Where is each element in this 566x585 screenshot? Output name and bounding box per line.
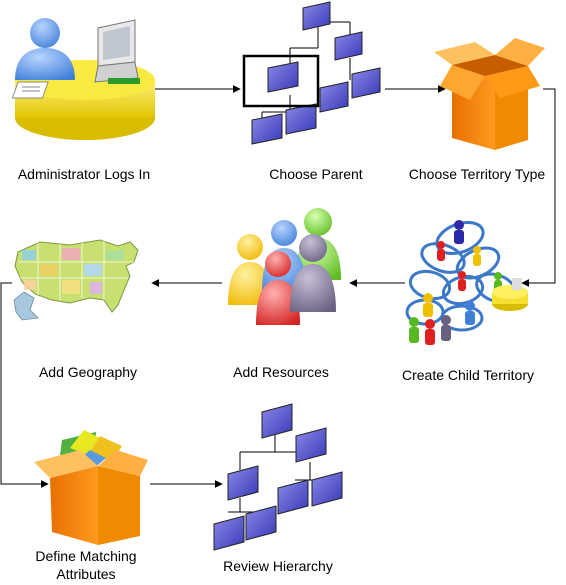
parent-selection-frame	[242, 54, 320, 108]
step-label-choose-parent: Choose Parent	[269, 166, 363, 182]
hierarchy-chart-icon	[213, 403, 343, 551]
step-label-administrator-logs-in: Administrator Logs In	[17, 166, 151, 182]
step-label-add-geography: Add Geography	[38, 364, 138, 380]
connectors	[0, 85, 556, 488]
step-label-choose-territory-type: Choose Territory Type	[408, 166, 546, 182]
open-box-icon	[434, 38, 545, 150]
territory-network-people-icon	[405, 220, 528, 345]
us-map-icon	[13, 239, 139, 321]
step-label-add-resources: Add Resources	[233, 364, 329, 380]
arrow-type-to-child	[521, 88, 556, 287]
step-label-create-child-territory: Create Child Territory	[401, 367, 534, 383]
step-label-define-matching-attributes: Define Matching Attributes	[35, 548, 137, 582]
hierarchy-select-parent-icon	[242, 1, 381, 145]
step-label-review-hierarchy: Review Hierarchy	[223, 558, 333, 574]
arrow-geography-to-matching	[0, 282, 49, 488]
administrator-at-desk-icon	[11, 18, 155, 140]
box-with-blocks-icon	[34, 430, 148, 545]
people-group-icon	[228, 208, 341, 325]
